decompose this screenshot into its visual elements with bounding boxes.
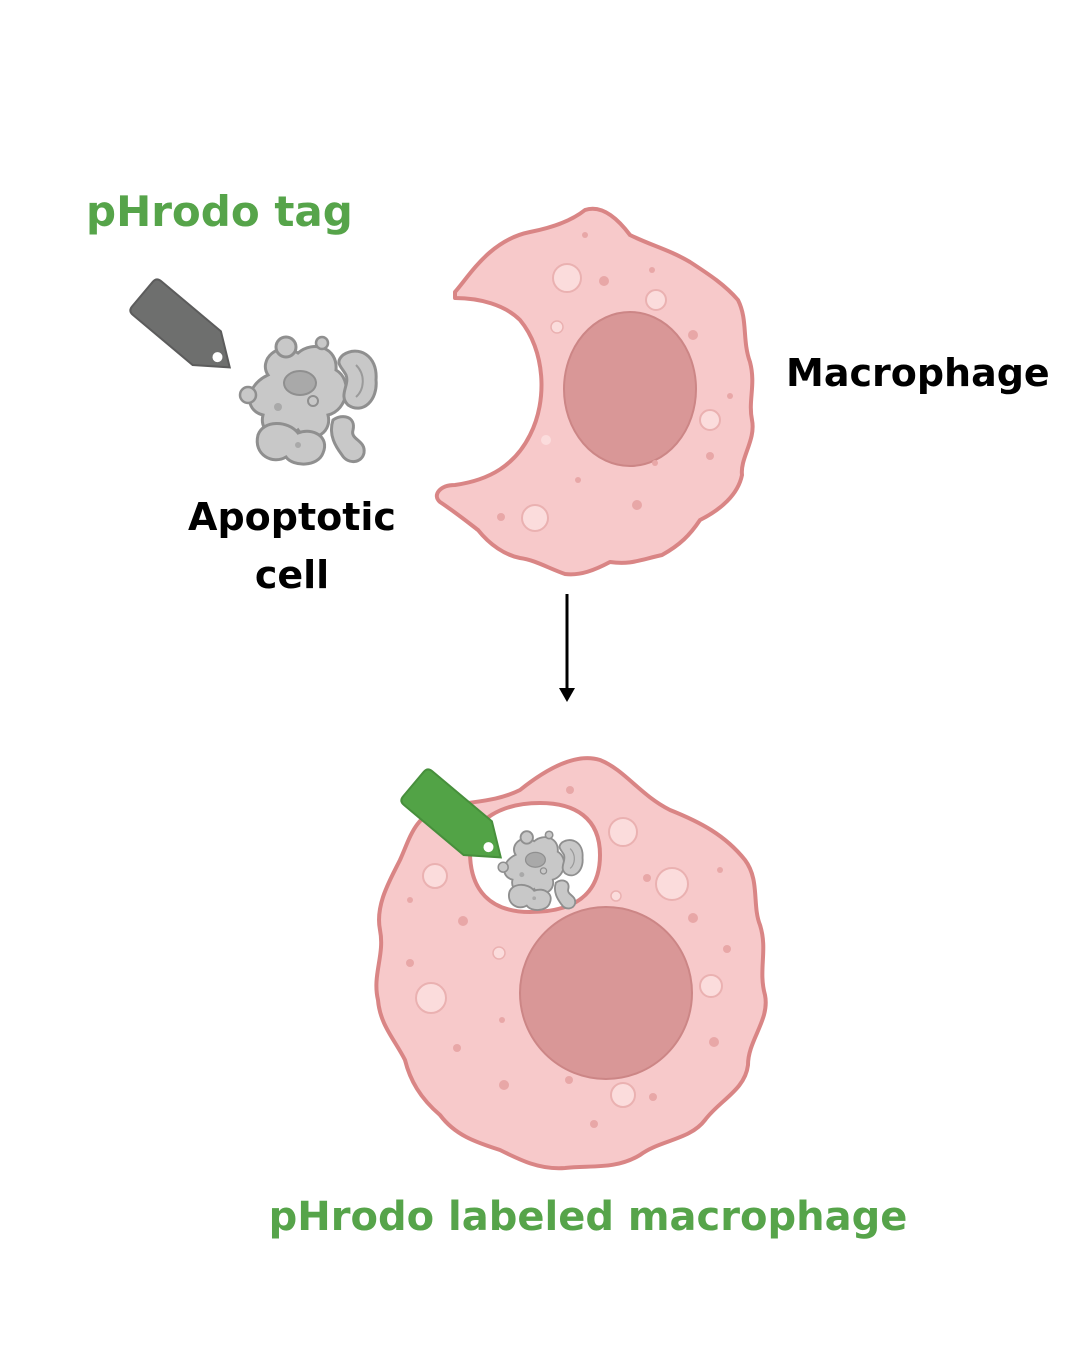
tag-icon	[400, 768, 503, 859]
labeled-macrophage	[374, 756, 768, 1171]
tag-icon	[129, 278, 232, 369]
macrophage-label: Macrophage	[786, 351, 1050, 395]
arrow-down-icon	[559, 594, 575, 702]
apoptotic-cell-label-line2: cell	[255, 553, 329, 597]
nucleus	[519, 906, 693, 1080]
labeled-macrophage-label: pHrodo labeled macrophage	[269, 1194, 908, 1240]
apoptotic-cell-label-line1: Apoptotic	[188, 495, 396, 539]
tag-title: pHrodo tag	[86, 187, 353, 236]
macrophage	[434, 206, 755, 577]
nucleus	[563, 311, 697, 467]
apoptotic-cell	[238, 335, 378, 466]
